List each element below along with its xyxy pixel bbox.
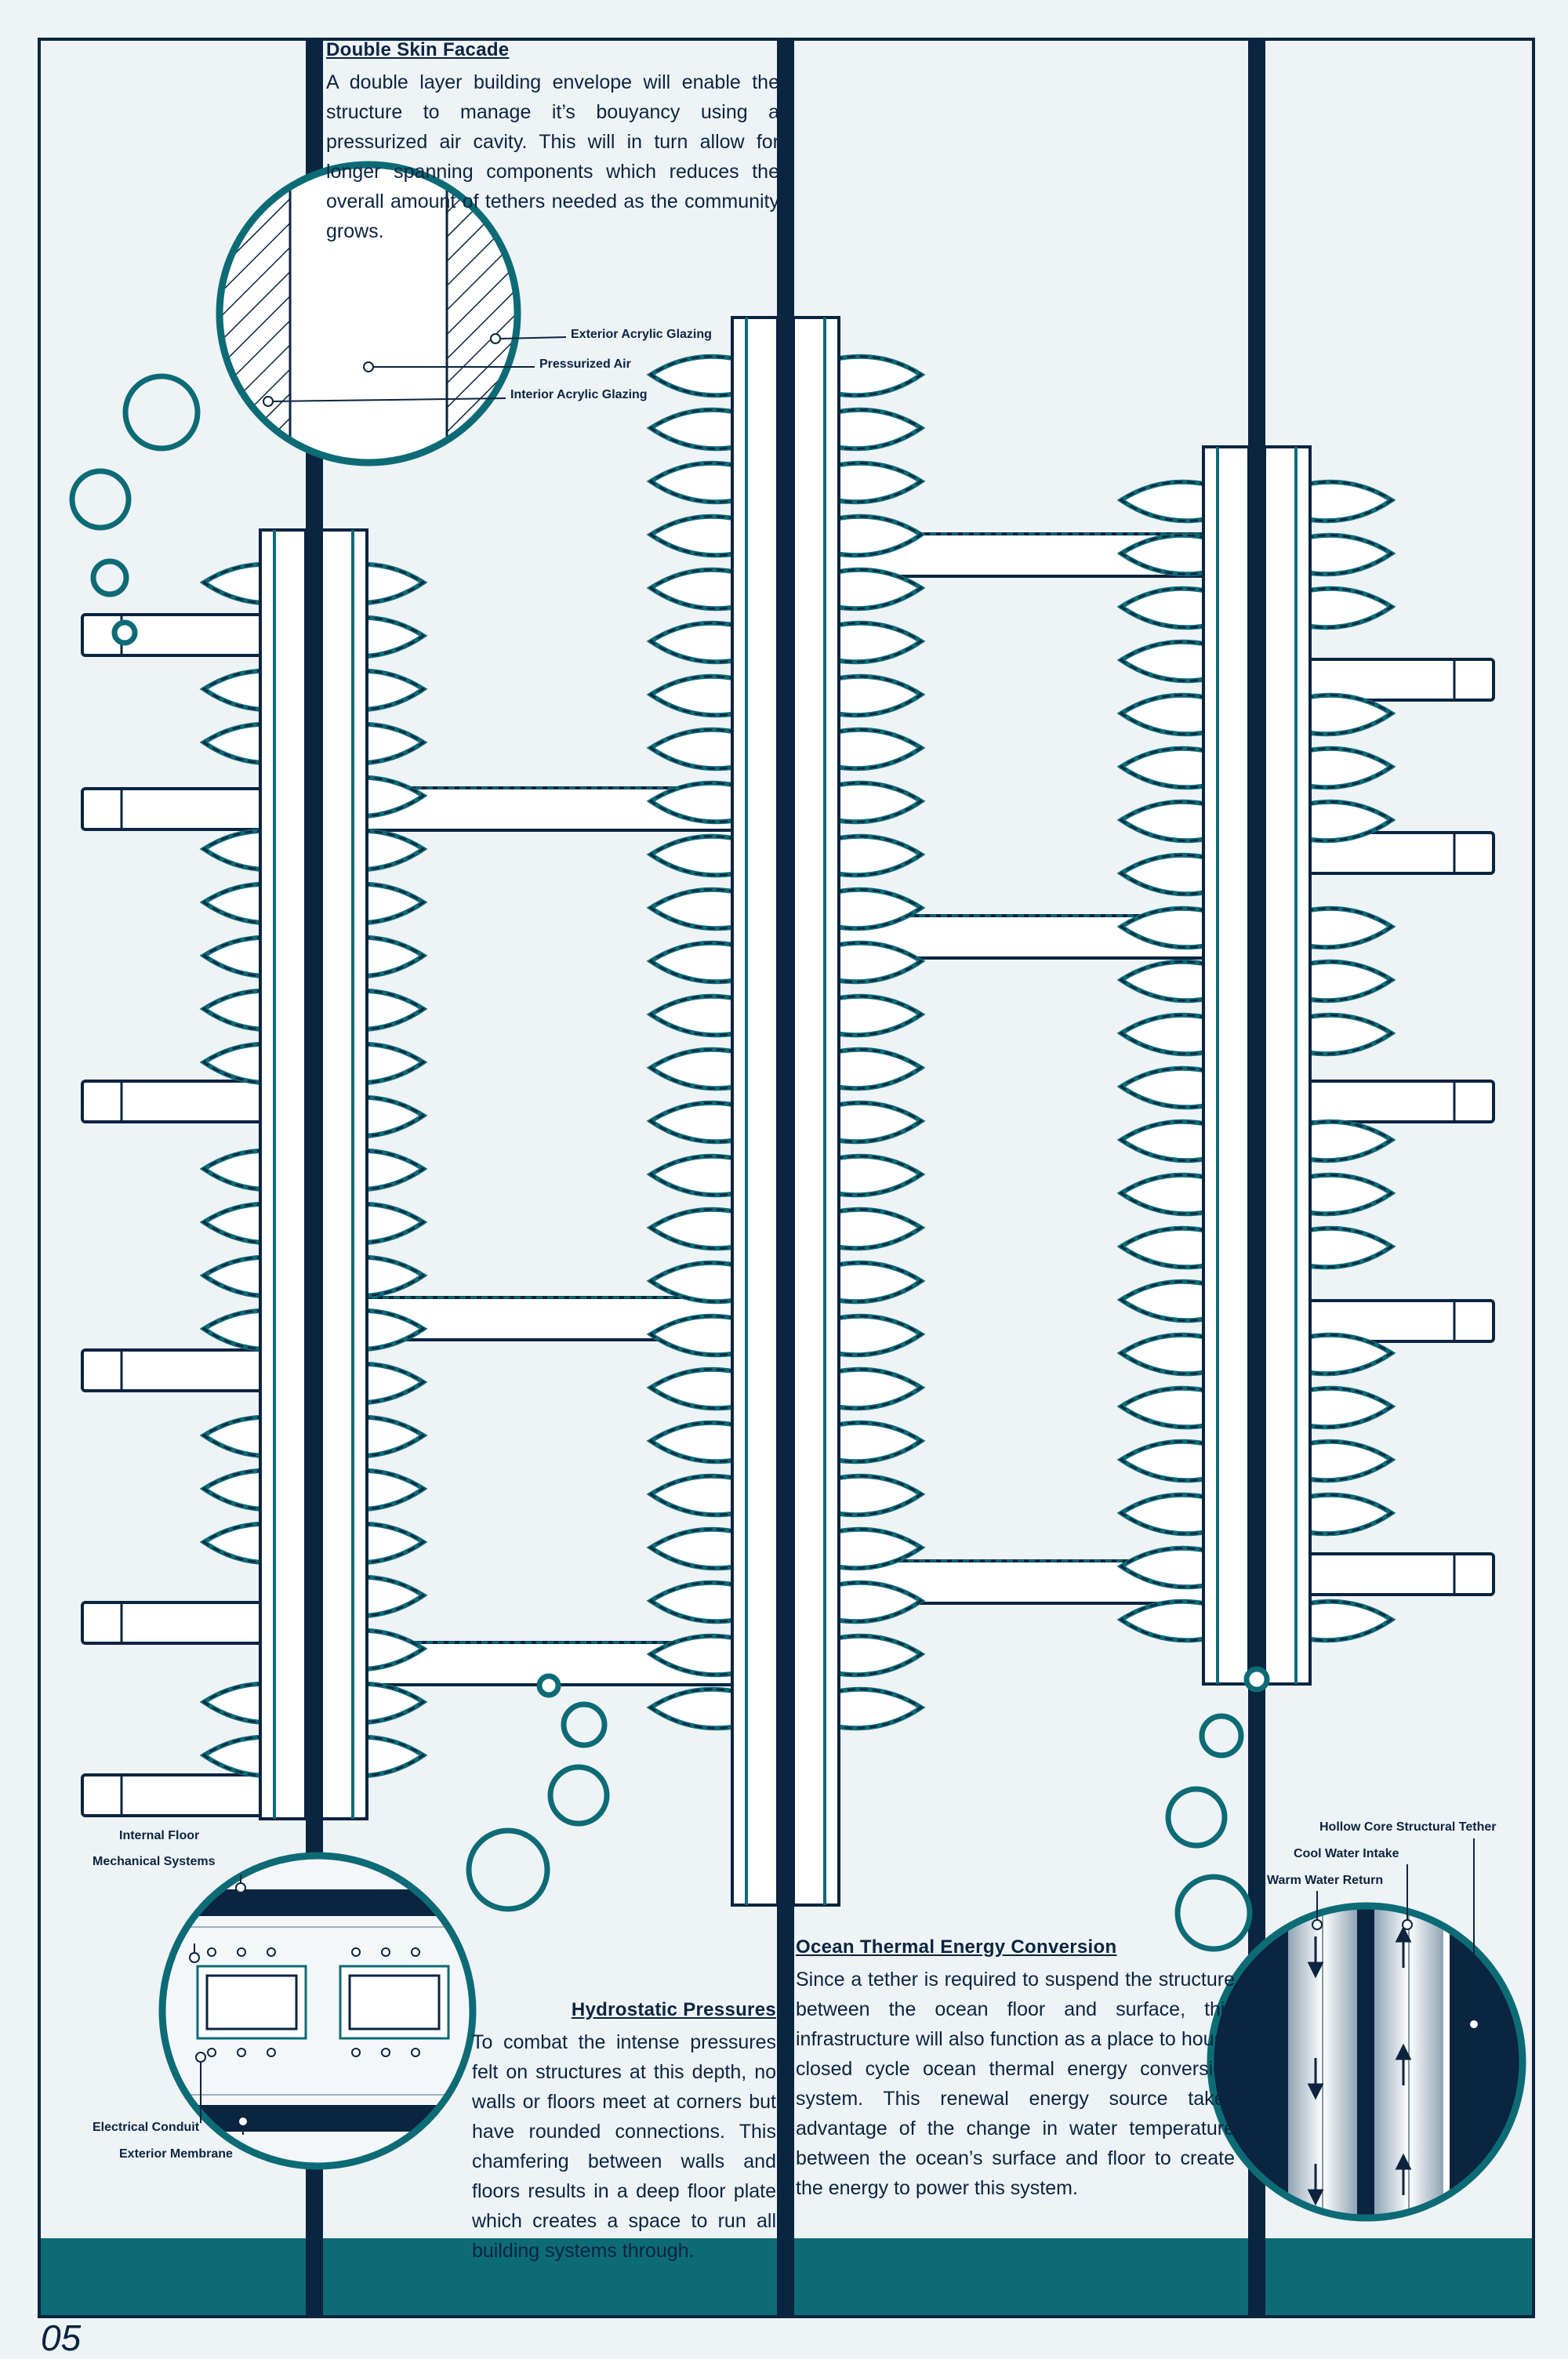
hydrostatic-detail-circle — [158, 1852, 477, 2170]
flow-up-arrow-icon — [1395, 2153, 1412, 2170]
bubble — [90, 558, 129, 597]
conduit-dot — [207, 1947, 216, 1957]
bubble — [1165, 1786, 1228, 1849]
conduit-dot — [381, 1947, 390, 1957]
conduit-dot — [207, 2048, 216, 2057]
label-exterior-glazing: Exterior Acrylic Glazing — [571, 328, 712, 341]
bubble — [536, 1673, 561, 1698]
hydrostatic-title: Hydrostatic Pressures — [571, 1999, 776, 2020]
bubble — [1243, 1666, 1270, 1693]
bubble — [547, 1764, 610, 1827]
bubble — [1199, 1713, 1244, 1758]
conduit-dot — [411, 1947, 420, 1957]
label-hollow-core-tether: Hollow Core Structural Tether — [1319, 1820, 1497, 1834]
facade-body: A double layer building envelope will en… — [326, 71, 779, 242]
leader-dot — [490, 333, 501, 344]
label-mechanical-systems: Mechanical Systems — [93, 1855, 216, 1868]
conduit-dot — [411, 2048, 420, 2057]
bubble — [122, 373, 201, 452]
otec-body: Since a tether is required to suspend th… — [796, 1969, 1235, 2199]
label-pressurized-air: Pressurized Air — [539, 357, 631, 371]
flow-down-arrow-icon — [1307, 2189, 1324, 2206]
flow-up-arrow-icon — [1395, 2043, 1412, 2060]
otec-title: Ocean Thermal Energy Conversion — [796, 1936, 1117, 1958]
mechanical-duct — [339, 1965, 450, 2040]
label-electrical-conduit: Electrical Conduit — [93, 2121, 200, 2134]
bubble — [466, 1827, 550, 1912]
conduit-dot — [267, 1947, 276, 1957]
conduit-dot — [237, 1947, 246, 1957]
bubble — [1174, 1874, 1253, 1952]
bubble — [69, 468, 132, 531]
label-cool-water-intake: Cool Water Intake — [1294, 1847, 1399, 1860]
mechanical-duct — [196, 1965, 307, 2040]
otec-detail-circle — [1207, 1838, 1526, 2222]
conduit-dot — [237, 2048, 246, 2057]
leader-dot — [363, 361, 374, 372]
flow-down-arrow-icon — [1307, 2083, 1324, 2100]
bubble — [561, 1701, 608, 1748]
conduit-dot — [381, 2048, 390, 2057]
bubbles — [69, 373, 1270, 1952]
conduit-dot — [267, 2048, 276, 2057]
conduit-dot — [351, 1947, 361, 1957]
page-number: 05 — [41, 2317, 82, 2358]
leader-dot — [263, 396, 274, 407]
flow-up-arrow-icon — [1395, 1925, 1412, 1943]
hydrostatic-body: To combat the intense pressures felt on … — [472, 2031, 776, 2262]
conduit-dot — [351, 2048, 361, 2057]
flow-down-arrow-icon — [1307, 1962, 1324, 1979]
label-exterior-membrane: Exterior Membrane — [119, 2147, 233, 2161]
label-interior-glazing: Interior Acrylic Glazing — [510, 388, 648, 401]
tower-structures — [81, 316, 1495, 1907]
bubble — [111, 619, 138, 646]
label-internal-floor: Internal Floor — [119, 1829, 200, 1842]
facade-title: Double Skin Facade — [326, 39, 510, 60]
label-warm-water-return: Warm Water Return — [1267, 1874, 1384, 1887]
